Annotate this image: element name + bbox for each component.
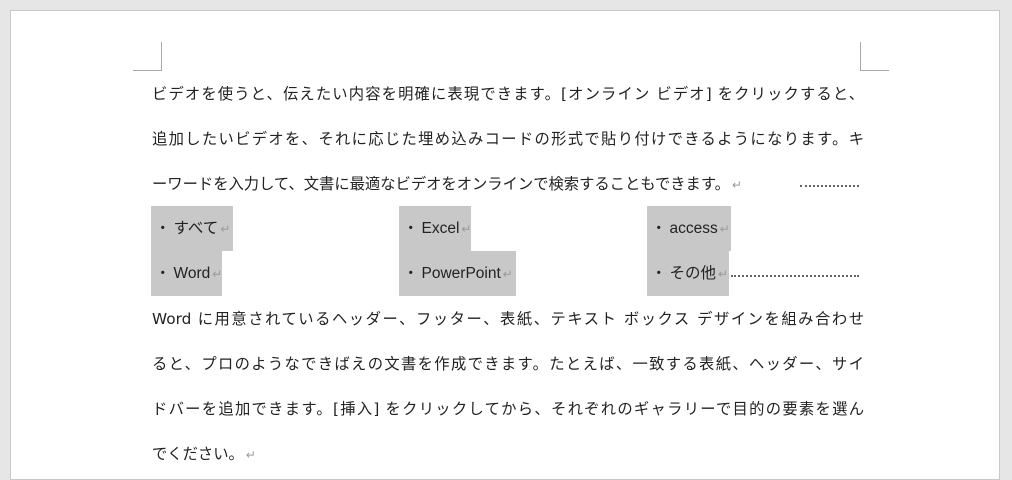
paragraph-mark: ↵: [245, 448, 256, 462]
cell-mark: ↵: [461, 222, 472, 236]
paragraph1-line-2[interactable]: 追加したいビデオを、それに応じた埋め込みコードの形式で貼り付けできるようになりま…: [152, 130, 864, 148]
table-end-dotted: [731, 275, 859, 277]
paragraph2-line-3[interactable]: ドバーを追加できます。[挿入] をクリックしてから、それぞれのギャラリーで目的の…: [152, 400, 864, 418]
paragraph1-line-3-text: ーワードを入力して、文書に最適なビデオをオンラインで検索することもできます。: [152, 175, 730, 193]
bullet: ・: [651, 219, 667, 237]
cell-text-access: access: [669, 220, 718, 237]
paragraph2-line-4-text: でください。: [152, 445, 244, 463]
paragraph2-line-4[interactable]: でください。↵: [152, 443, 256, 465]
cell-text-powerpoint: PowerPoint: [421, 265, 501, 282]
paragraph1-line-1[interactable]: ビデオを使うと、伝えたい内容を明確に表現できます。[オンライン ビデオ] をクリ…: [152, 85, 864, 103]
cell-mark: ↵: [220, 222, 231, 236]
margin-corner-top-left: [133, 42, 162, 71]
cell-mark: ↵: [719, 222, 730, 236]
table-separator-dotted: [800, 185, 859, 187]
table-cell-excel[interactable]: ・Excel↵: [399, 206, 471, 251]
cell-mark: ↵: [718, 267, 729, 281]
bullet: ・: [155, 219, 171, 237]
bullet: ・: [403, 219, 419, 237]
cell-text-word: Word: [173, 265, 211, 282]
cell-mark: ↵: [212, 267, 223, 281]
margin-corner-top-right: [860, 42, 889, 71]
bullet: ・: [403, 264, 419, 282]
bullet: ・: [155, 264, 171, 282]
table-cell-access[interactable]: ・access↵: [647, 206, 731, 251]
table-cell-powerpoint[interactable]: ・PowerPoint↵: [399, 251, 516, 296]
table-cell-all[interactable]: ・すべて↵: [151, 206, 233, 251]
cell-mark: ↵: [502, 267, 513, 281]
paragraph1-line-3[interactable]: ーワードを入力して、文書に最適なビデオをオンラインで検索することもできます。↵: [152, 173, 742, 195]
paragraph2-line-1[interactable]: Word に用意されているヘッダー、フッター、表紙、テキスト ボックス デザイン…: [152, 310, 864, 328]
table-cell-word[interactable]: ・Word↵: [151, 251, 222, 296]
paragraph2-line-2[interactable]: ると、プロのようなできばえの文書を作成できます。たとえば、一致する表紙、ヘッダー…: [152, 355, 864, 373]
cell-text-excel: Excel: [421, 220, 460, 237]
cell-text-all: すべて: [173, 219, 219, 237]
cell-text-other: その他: [669, 264, 717, 282]
table-cell-other[interactable]: ・その他↵: [647, 251, 729, 296]
bullet: ・: [651, 264, 667, 282]
paragraph-mark: ↵: [731, 178, 742, 192]
